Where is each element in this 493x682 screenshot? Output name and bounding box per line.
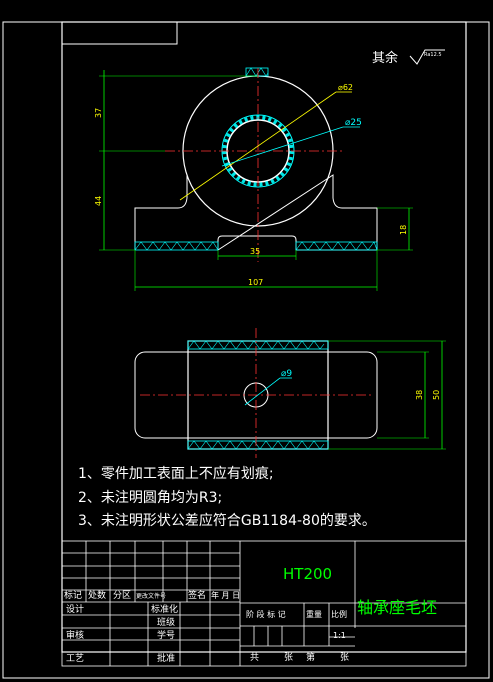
row-label-mark: 标记: [64, 591, 83, 601]
scale-header: 比例: [331, 610, 347, 619]
sheet-unit2-label: 张: [340, 653, 350, 663]
weight-header: 重量: [306, 610, 322, 619]
row-label-sign: 签名: [188, 591, 207, 601]
review-label: 审核: [66, 631, 85, 641]
sheet-unit-label: 张: [284, 653, 294, 663]
dim-dia-outer: ⌀62: [338, 83, 353, 92]
dim-w-inner: 38: [415, 390, 424, 400]
dim-hole: ⌀9: [281, 369, 292, 379]
row-label-count: 处数: [88, 591, 107, 601]
part-name: 轴承座毛坯: [357, 598, 438, 617]
note-1: 1、零件加工表面上不应有划痕;: [78, 466, 274, 482]
stage-header: 阶 段 标 记: [246, 610, 286, 619]
class-label: 班级: [157, 618, 176, 628]
row-label-date: 年 月 日: [211, 591, 241, 600]
student-id-label: 学号: [157, 631, 176, 641]
note-3: 3、未注明形状公差应符合GB1184-80的要求。: [78, 513, 376, 529]
process-label: 工艺: [66, 654, 85, 664]
sheet-total-label: 共: [250, 653, 260, 663]
dim-w-outer: 50: [432, 390, 441, 400]
scale-value: 1:1: [333, 631, 346, 640]
roughness-symbol: 其余 Ra12.5: [372, 49, 445, 66]
row-label-change-doc: 更改文件号: [136, 593, 167, 600]
inner-frame: [61, 21, 467, 653]
design-label: 设计: [66, 605, 85, 615]
dim-w-slot: 35: [250, 247, 260, 256]
dim-h-upper: 37: [94, 108, 103, 118]
note-2: 2、未注明圆角均为R3;: [78, 490, 223, 506]
dim-dia-inner: ⌀25: [345, 118, 362, 128]
approve-label: 批准: [157, 654, 176, 664]
front-view: 37 44 ⌀62 ⌀25 18 35 107: [94, 67, 413, 291]
material-label: HT200: [283, 565, 333, 583]
dim-h-lower: 44: [94, 196, 103, 206]
standardize-label: 标准化: [151, 605, 179, 615]
sheet-no-label: 第: [306, 653, 316, 663]
top-view: ⌀9 38 50: [134, 328, 446, 458]
row-label-zone: 分区: [113, 591, 132, 601]
roughness-value: Ra12.5: [424, 52, 442, 58]
dim-w-total: 107: [248, 278, 263, 287]
code-box: [61, 21, 178, 45]
title-block-grid: [61, 540, 467, 667]
dim-h-base: 18: [399, 225, 408, 235]
roughness-label: 其余: [372, 50, 398, 66]
